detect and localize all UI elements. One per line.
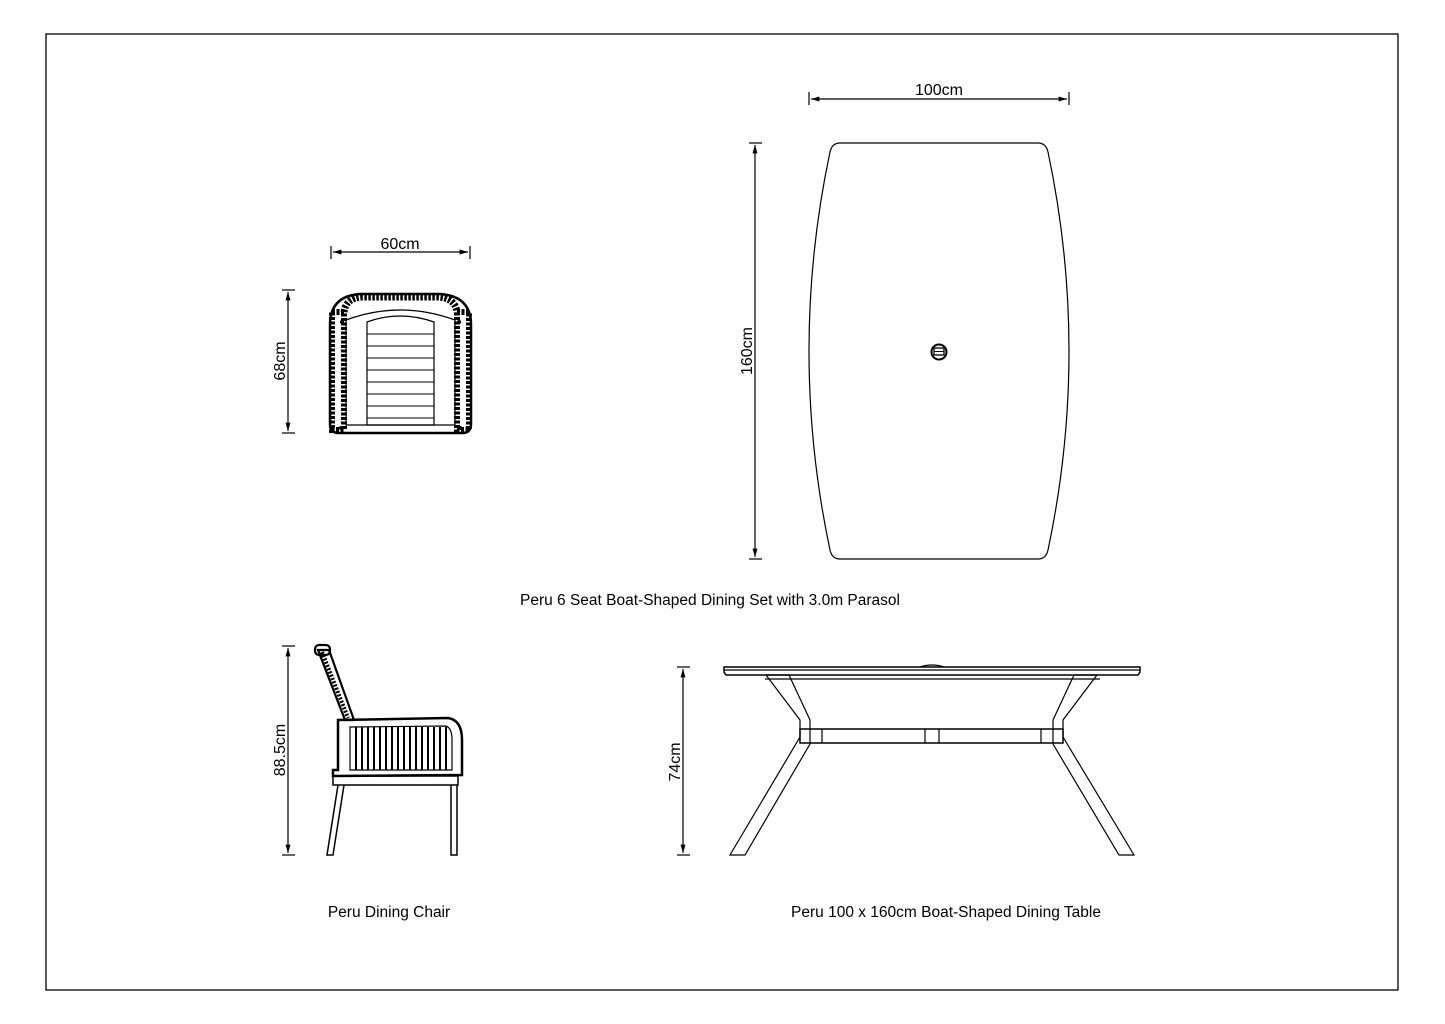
- table-length-label: 160cm: [739, 327, 756, 375]
- parasol-hole-icon: [930, 343, 948, 361]
- chair-back-leg: [450, 785, 458, 856]
- chair-height-dimension: 88.5cm: [272, 645, 295, 856]
- table-height-dimension: 74cm: [667, 666, 690, 856]
- chair-top-view: 60cm 68cm: [272, 236, 473, 435]
- chair-caption: Peru Dining Chair: [328, 904, 450, 921]
- table-top-outline: [808, 142, 1070, 560]
- chair-front-leg: [326, 784, 345, 856]
- table-right-leg: [1052, 674, 1136, 856]
- chair-depth-label: 68cm: [272, 341, 289, 380]
- chair-top-outline: [328, 292, 473, 435]
- chair-side-view: 88.5cm: [272, 643, 464, 856]
- chair-width-dimension: 60cm: [330, 236, 471, 259]
- chair-left-arm: [329, 309, 347, 433]
- chair-height-label: 88.5cm: [272, 724, 289, 776]
- table-side-top: [723, 666, 1141, 676]
- table-length-dimension: 160cm: [739, 142, 762, 560]
- table-top-view: 100cm 160cm: [739, 82, 1070, 560]
- table-width-label: 100cm: [915, 82, 963, 99]
- sheet-border: [45, 33, 1399, 991]
- chair-back-weave: [340, 293, 461, 313]
- table-side-view: 74cm: [667, 664, 1141, 856]
- chair-arm-frame: [331, 716, 464, 778]
- table-width-dimension: 100cm: [808, 82, 1070, 105]
- table-stretcher: [799, 728, 1064, 744]
- chair-right-arm: [454, 309, 472, 433]
- chair-seat-slats: [367, 333, 434, 419]
- table-left-leg: [728, 674, 811, 856]
- chair-side-weave: [355, 727, 447, 770]
- table-height-label: 74cm: [667, 742, 684, 781]
- chair-width-label: 60cm: [380, 236, 419, 253]
- set-caption: Peru 6 Seat Boat-Shaped Dining Set with …: [520, 592, 900, 609]
- chair-depth-dimension: 68cm: [272, 289, 295, 434]
- table-caption: Peru 100 x 160cm Boat-Shaped Dining Tabl…: [791, 904, 1101, 921]
